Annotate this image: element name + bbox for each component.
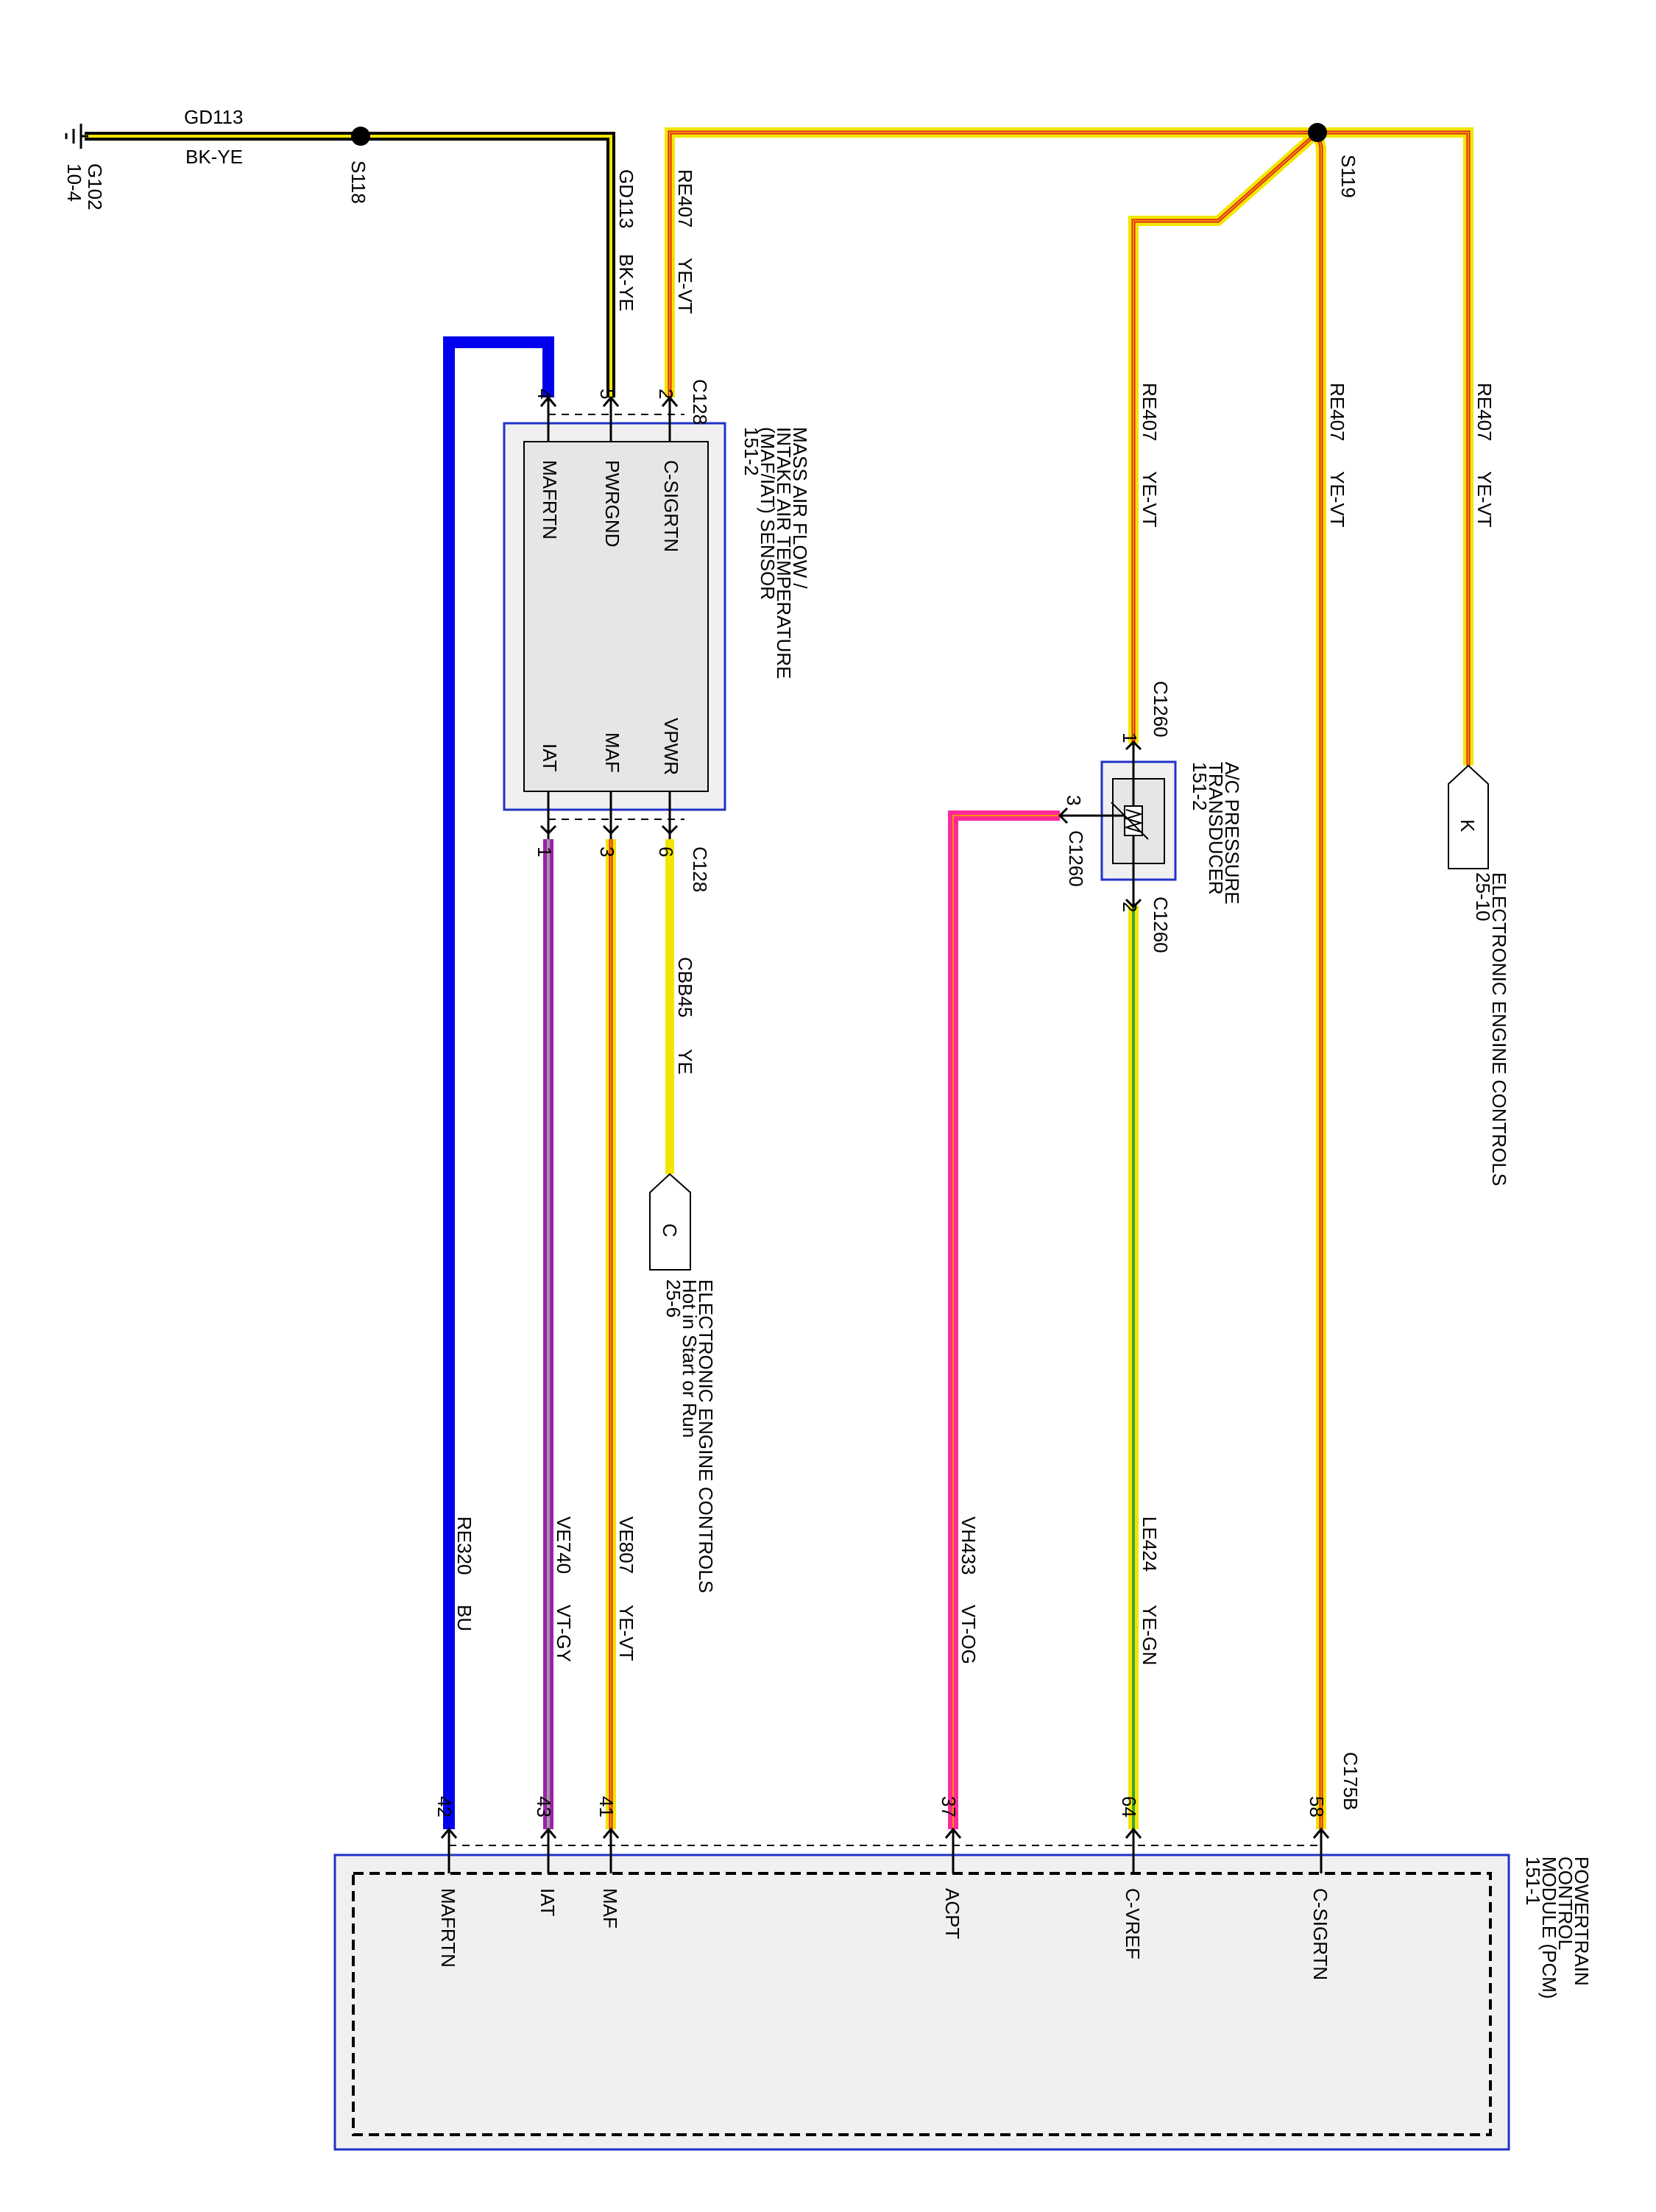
- maf-pin-num: 6: [655, 847, 677, 857]
- wire-re407-ac: [1128, 128, 1321, 743]
- pcm-pin-name: MAFRTN: [437, 1888, 459, 1968]
- ac-connector-top: C1260: [1150, 681, 1172, 738]
- maf-title-line: (MAF/IAT) SENSOR: [757, 427, 779, 600]
- wire-label-yevt-ac: YE-VT: [1139, 471, 1161, 528]
- pcm-connector: C175B: [1340, 1752, 1362, 1811]
- ac-pressure-transducer: 1 2 3 C1260 C1260 C1260 A/C PRESSURE TRA…: [1058, 681, 1243, 953]
- pcm-pin-name: MAF: [599, 1888, 621, 1929]
- pcm-title-line: 151-1: [1522, 1856, 1544, 1906]
- maf-pin-name: VPWR: [660, 718, 682, 775]
- ground-g102: G102 10-4: [63, 124, 106, 211]
- pcm-title-line: CONTROL: [1554, 1856, 1577, 1950]
- wire-label-ye-cbb45: YE: [674, 1049, 696, 1075]
- flag-k-ref: 25-10: [1472, 872, 1494, 922]
- ac-connector-side: C1260: [1065, 830, 1087, 887]
- ac-pin-3: 3: [1063, 795, 1085, 805]
- wire-re320: [443, 336, 554, 1829]
- flag-c-ref: 25-6: [662, 1279, 684, 1318]
- wire-label-vh433: VH433: [958, 1516, 980, 1575]
- wire-label-yevt-ve807: YE-VT: [615, 1605, 637, 1661]
- wire-gd113-maf: [361, 132, 615, 397]
- flag-c-letter: C: [659, 1223, 681, 1237]
- wire-label-yevt-pcm: YE-VT: [1326, 471, 1348, 528]
- pcm-title-line: POWERTRAIN: [1571, 1856, 1593, 1986]
- wire-re407-k: [1317, 127, 1473, 766]
- wire-label-re407-maf: RE407: [674, 169, 696, 228]
- flag-k-letter: K: [1457, 819, 1479, 833]
- flag-k-title: ELECTRONIC ENGINE CONTROLS: [1488, 872, 1510, 1186]
- wires: [85, 127, 1473, 1829]
- maf-pin-num: 1: [534, 847, 556, 857]
- wire-label-yevt-maf: YE-VT: [674, 258, 696, 314]
- ac-title-line: 151-2: [1189, 762, 1211, 811]
- pcm-pin-num: 58: [1306, 1796, 1328, 1817]
- maf-connector-bottom: C128: [689, 847, 711, 892]
- wire-label-re407-ac: RE407: [1139, 383, 1161, 442]
- wire-label-le424: LE424: [1139, 1516, 1161, 1572]
- ac-pin-1: 1: [1119, 732, 1141, 743]
- wire-label-bkye-maf: BK-YE: [615, 254, 637, 311]
- ac-connector-bottom: C1260: [1150, 897, 1172, 953]
- wire-label-cbb45: CBB45: [674, 957, 696, 1017]
- wire-label-gd113-maf: GD113: [615, 169, 637, 228]
- splice-s119: S119: [1308, 123, 1359, 198]
- ground-label: G102: [84, 163, 106, 211]
- pcm-pin-num: 43: [533, 1796, 555, 1817]
- maf-pin-name: IAT: [539, 743, 561, 772]
- pcm-pin-num: 37: [938, 1796, 960, 1817]
- wire-label-ve740: VE740: [553, 1516, 575, 1574]
- wire-label-bu-re320: BU: [453, 1605, 475, 1631]
- flag-k: K ELECTRONIC ENGINE CONTROLS 25-10: [1448, 764, 1510, 1186]
- maf-pin-num: 3: [596, 847, 618, 857]
- maf-pin-num: 4: [534, 389, 556, 399]
- maf-pin-num: 5: [596, 389, 618, 399]
- maf-title-line: INTAKE AIR TEMPERATURE: [773, 427, 795, 679]
- maf-pin-name: MAFRTN: [539, 460, 561, 540]
- pcm-pin-name: ACPT: [941, 1888, 963, 1939]
- wire-label-vtog-vh433: VT-OG: [958, 1605, 980, 1664]
- flag-c: C ELECTRONIC ENGINE CONTROLS Hot in Star…: [649, 1173, 717, 1593]
- ground-ref: 10-4: [63, 163, 85, 202]
- pcm-pin-num: 42: [434, 1796, 456, 1817]
- maf-title-line: 151-2: [740, 427, 762, 476]
- splice-s118: S118: [347, 127, 370, 204]
- pcm-pin-num: 64: [1118, 1796, 1140, 1817]
- maf-pin-num: 2: [655, 389, 677, 399]
- wire-label-gd113-top: GD113: [184, 106, 243, 128]
- splice-s119-label: S119: [1337, 155, 1359, 198]
- wire-re407-pcm: [1312, 131, 1326, 1829]
- pcm-pin-name: C-VREF: [1122, 1888, 1144, 1960]
- wire-label-bkye-top: BK-YE: [185, 146, 243, 168]
- splice-s118-label: S118: [347, 160, 369, 204]
- maf-pin-name: PWRGND: [601, 460, 623, 547]
- flag-c-title: ELECTRONIC ENGINE CONTROLS: [695, 1279, 717, 1593]
- pcm-pin-name: C-SIGRTN: [1309, 1888, 1331, 1980]
- wire-label-ve807: VE807: [615, 1516, 637, 1574]
- wire-label-re320: RE320: [453, 1516, 475, 1575]
- ac-pin-2: 2: [1119, 902, 1141, 912]
- maf-pin-name: MAF: [601, 732, 623, 773]
- wire-re407-maf: [665, 127, 1317, 397]
- maf-connector-top: C128: [689, 379, 711, 425]
- maf-title-line: MASS AIR FLOW /: [789, 427, 811, 589]
- wire-label-yevt-k: YE-VT: [1473, 471, 1496, 528]
- flag-c-note: Hot in Start or Run: [679, 1279, 701, 1438]
- wire-label-vtgy-ve740: VT-GY: [553, 1605, 575, 1662]
- pcm-module: C175B 58 64 37 41 43 42 C-SIGRTN C-VREF …: [333, 1752, 1593, 2151]
- wire-vh433: [948, 810, 1060, 1829]
- maf-iat-sensor: C128 C128 2 5 4 6 3 1 C-SIGRTN PWRGND MA…: [503, 379, 811, 892]
- pcm-pin-name: IAT: [537, 1888, 559, 1917]
- maf-pin-name: C-SIGRTN: [660, 460, 682, 552]
- pcm-pin-num: 41: [595, 1796, 618, 1817]
- ac-title-line: TRANSDUCER: [1205, 762, 1227, 895]
- pcm-pin-stubs: [440, 1827, 1330, 1873]
- pcm-title-line: MODULE (PCM): [1538, 1856, 1560, 1999]
- ac-title-line: A/C PRESSURE: [1221, 762, 1243, 905]
- wire-label-yegn-le424: YE-GN: [1139, 1605, 1161, 1665]
- wire-label-re407-k: RE407: [1473, 383, 1496, 442]
- wire-label-re407-pcm: RE407: [1326, 383, 1348, 442]
